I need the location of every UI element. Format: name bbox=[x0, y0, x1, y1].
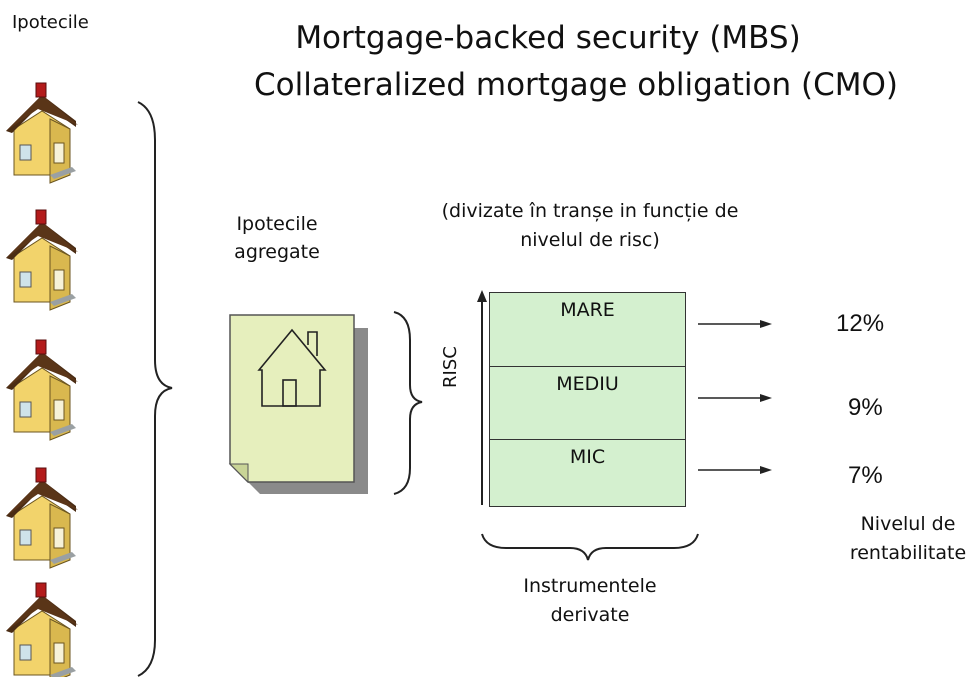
tranche-box-medium: MEDIU bbox=[489, 366, 686, 440]
arrow-right-icon bbox=[698, 466, 772, 474]
houses-heading: Ipotecile bbox=[12, 12, 89, 33]
tranche-label-low: MIC bbox=[569, 446, 606, 468]
tranches-caption-line-2: nivelul de risc) bbox=[520, 229, 660, 251]
return-medium: 9% bbox=[848, 394, 883, 421]
derivatives-label-line-1: Instrumentele bbox=[523, 575, 657, 597]
derivatives-label: Instrumentele derivate bbox=[490, 572, 690, 630]
house-icon bbox=[5, 582, 79, 677]
aggregated-mortgages-label: Ipotecile agregate bbox=[212, 210, 342, 266]
house-icon bbox=[5, 339, 79, 441]
derivatives-label-line-2: derivate bbox=[550, 604, 630, 626]
yield-label-line-1: Nivelul de bbox=[860, 513, 956, 535]
brace-icon bbox=[137, 101, 173, 677]
house-icon bbox=[5, 209, 79, 311]
aggregated-label-line-1: Ipotecile bbox=[236, 213, 318, 235]
tranche-box-low: MIC bbox=[489, 439, 686, 507]
return-low: 7% bbox=[848, 462, 883, 489]
document-house-icon bbox=[228, 314, 368, 494]
arrow-right-icon bbox=[698, 394, 772, 402]
house-icon bbox=[5, 467, 79, 569]
house-icon bbox=[5, 82, 79, 184]
title-line-2: Collateralized mortgage obligation (CMO) bbox=[253, 67, 898, 103]
yield-label-line-2: rentabilitate bbox=[849, 542, 967, 564]
title-line-1: Mortgage-backed security (MBS) bbox=[295, 20, 801, 56]
brace-icon bbox=[481, 533, 699, 561]
yield-level-label: Nivelul de rentabilitate bbox=[838, 510, 976, 568]
tranches-caption-line-1: (divizate în tranșe in funcție de bbox=[441, 200, 739, 222]
return-high: 12% bbox=[836, 310, 885, 337]
tranche-label-high: MARE bbox=[560, 299, 615, 321]
tranche-box-high: MARE bbox=[489, 292, 686, 367]
arrow-right-icon bbox=[698, 320, 772, 328]
tranches-caption: (divizate în tranșe in funcție de nivelu… bbox=[430, 197, 750, 255]
aggregated-label-line-2: agregate bbox=[234, 241, 320, 263]
tranche-label-medium: MEDIU bbox=[556, 373, 619, 395]
brace-icon bbox=[393, 311, 423, 495]
